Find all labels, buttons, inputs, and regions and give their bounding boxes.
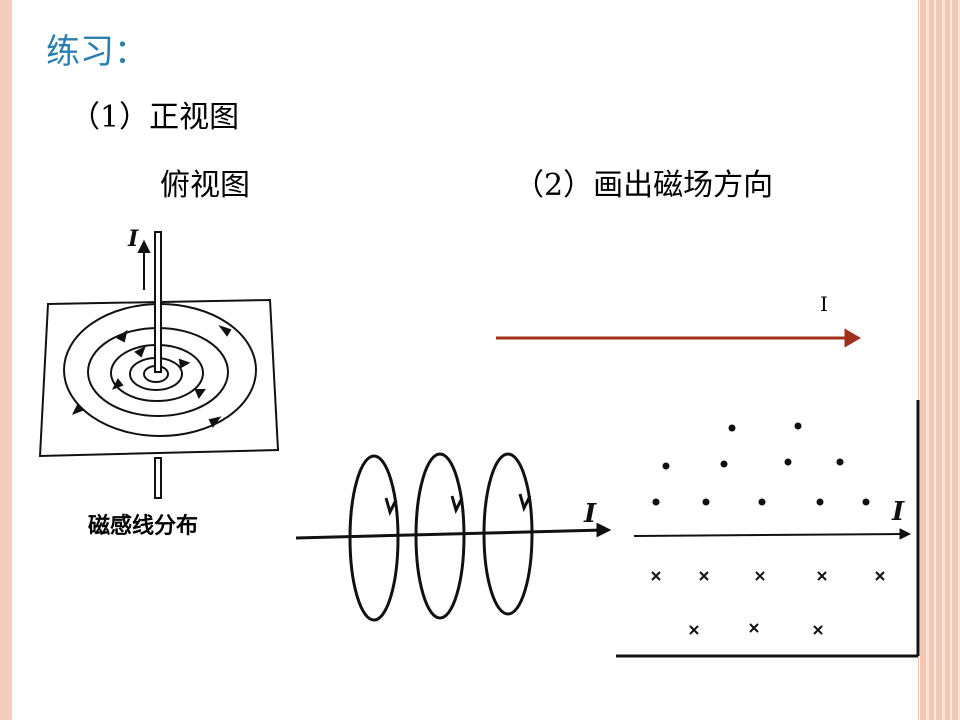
- current-arrow-label: I: [820, 292, 828, 316]
- coil-loop-3: [482, 452, 534, 616]
- coil-loop-1: [348, 454, 400, 622]
- exercise-item-2: （2）画出磁场方向: [514, 168, 774, 203]
- field-current-symbol: I: [891, 497, 905, 527]
- coil-current-symbol: I: [583, 499, 597, 529]
- wire-figure-caption: 磁感线分布: [88, 514, 199, 539]
- coil-figure: [295, 452, 612, 622]
- wire-current-symbol: I: [127, 226, 139, 252]
- slide-frame-left: [0, 0, 12, 720]
- current-arrow: [496, 328, 861, 348]
- slide-frame-line: [918, 0, 919, 720]
- slide-frame-right: [920, 0, 960, 720]
- exercise-item-1: （1）正视图: [70, 100, 240, 135]
- straight-wire-figure: [38, 231, 280, 499]
- field-direction-figure: [616, 400, 920, 658]
- exercise-item-1-sub: 俯视图: [160, 168, 250, 203]
- slide-title: 练习：: [46, 32, 148, 72]
- plate-outline: [38, 298, 280, 458]
- coil-loop-2: [414, 452, 466, 620]
